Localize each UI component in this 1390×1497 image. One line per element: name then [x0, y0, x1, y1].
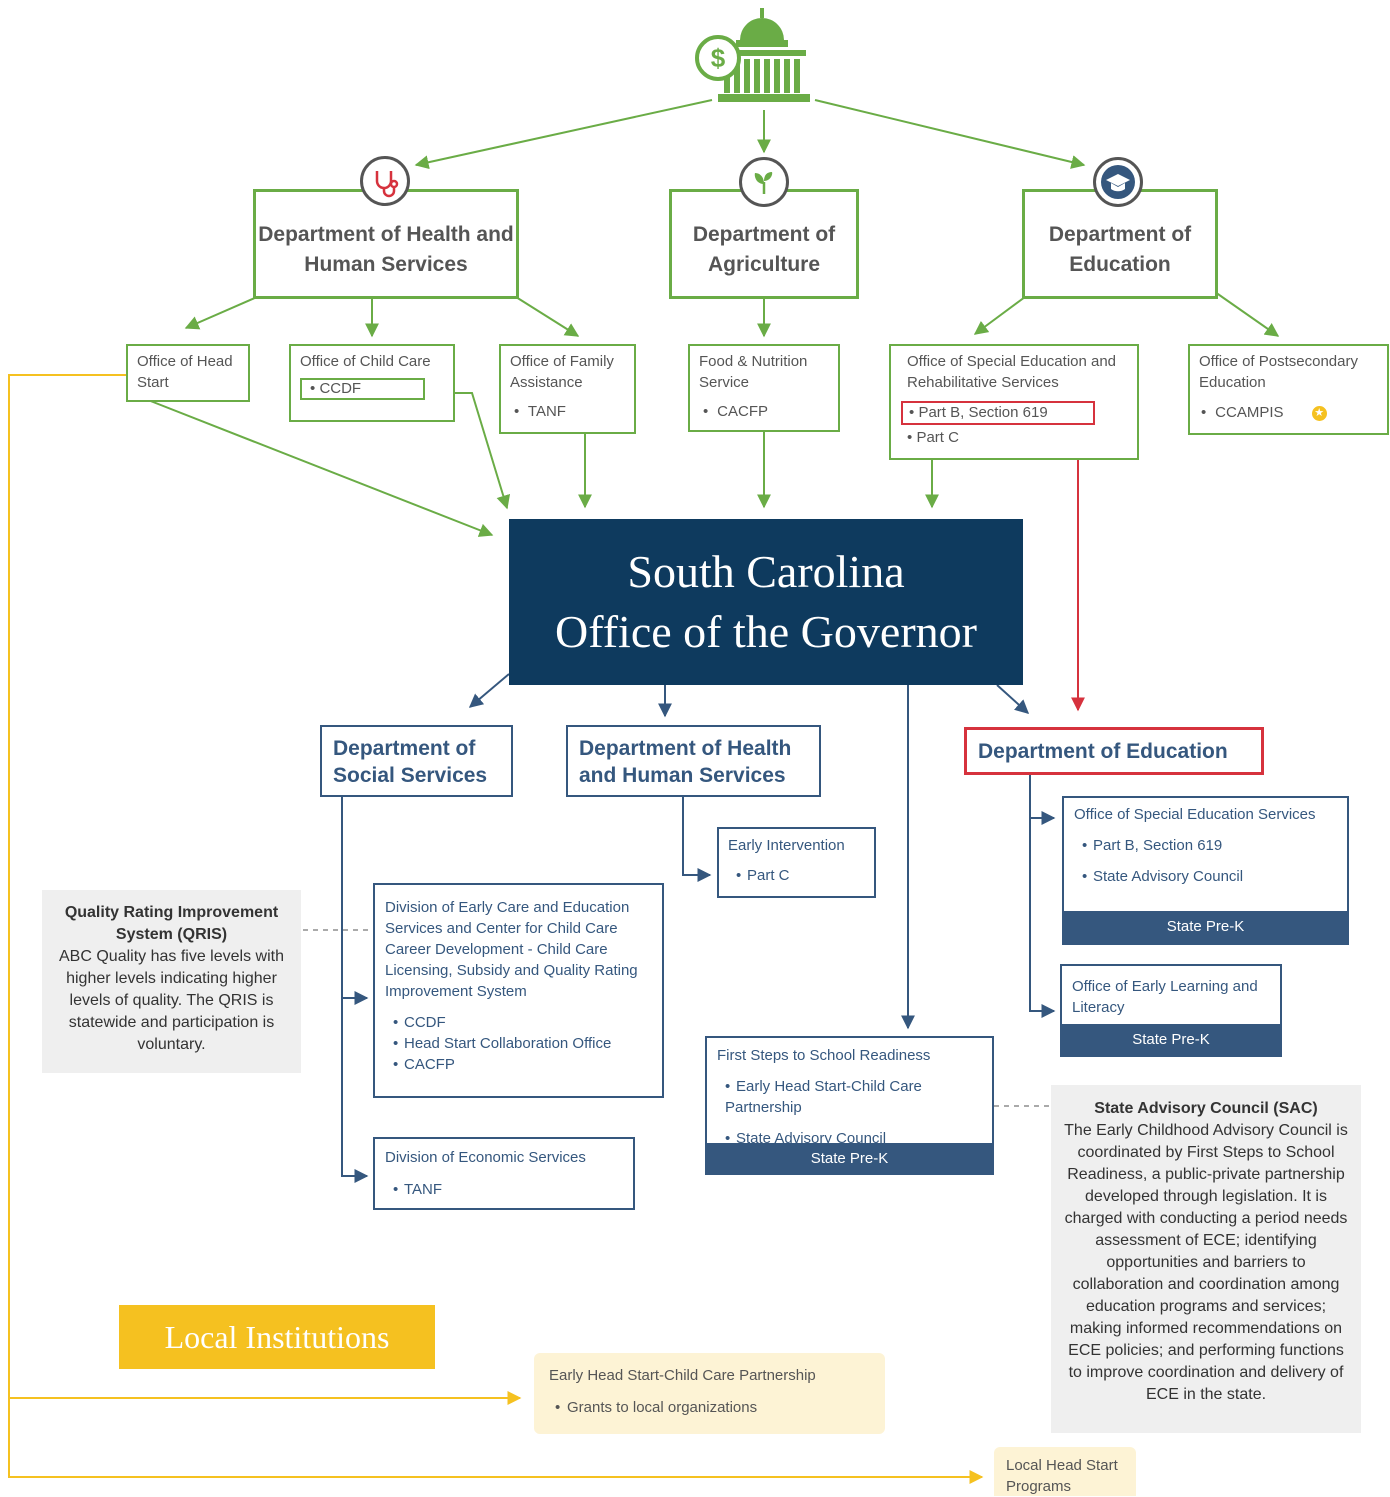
- local-institutions-title: Local Institutions: [119, 1305, 435, 1369]
- state-dept-education: Department of Education: [964, 727, 1264, 775]
- capitol-dollar-icon: $: [694, 6, 812, 106]
- federal-office-head-start: Office of Head Start: [126, 344, 250, 402]
- state-pre-k-label: State Pre-K: [1062, 1024, 1280, 1055]
- office-title: First Steps to School Readiness: [717, 1047, 931, 1064]
- program-item: CCDF: [385, 1012, 652, 1033]
- sprout-icon: [739, 157, 789, 207]
- program-item: CACFP: [385, 1054, 652, 1075]
- federal-office-postsecondary: Office of Postsecondary Education • CCAM…: [1188, 344, 1389, 435]
- local-head-start-programs: Local Head Start Programs: [994, 1447, 1136, 1496]
- program-item: • CACFP: [703, 403, 769, 420]
- governor-line-2: Office of the Governor: [555, 606, 977, 657]
- program-label: TANF: [527, 403, 566, 420]
- dept-title: Department of Health and Human Services: [579, 737, 792, 787]
- governor-office: South Carolina Office of the Governor: [509, 519, 1023, 685]
- star-icon: ★: [1311, 405, 1327, 421]
- program-label: Part B, Section 619: [918, 404, 1048, 421]
- state-dept-social-services: Department of Social Services: [320, 725, 513, 797]
- state-pre-k-label: State Pre-K: [1064, 911, 1347, 943]
- svg-text:$: $: [711, 43, 726, 73]
- early-intervention-office: Early Intervention Part C: [717, 827, 876, 898]
- program-label: CCDF: [319, 380, 362, 397]
- program-label: CACFP: [717, 403, 769, 420]
- dept-title: Department of Agriculture: [692, 223, 836, 276]
- federal-office-family-assistance: Office of Family Assistance • TANF: [499, 344, 636, 434]
- program-item: • TANF: [514, 403, 566, 420]
- federal-office-special-education: Office of Special Education and Rehabili…: [889, 344, 1139, 460]
- program-item: • CCAMPIS ★: [1199, 402, 1378, 423]
- qris-note: Quality Rating Improvement System (QRIS)…: [42, 890, 301, 1073]
- governor-line-1: South Carolina: [627, 546, 905, 597]
- office-title: Division of Economic Services: [385, 1149, 586, 1166]
- program-item: •Grants to local organizations: [555, 1399, 758, 1416]
- first-steps-office: First Steps to School Readiness Early He…: [705, 1036, 994, 1175]
- office-title: Office of Postsecondary Education: [1199, 353, 1358, 391]
- local-title: Early Head Start-Child Care Partnership: [549, 1367, 816, 1384]
- program-label: Grants to local organizations: [567, 1399, 758, 1416]
- note-body: ABC Quality has five levels with higher …: [59, 948, 284, 1053]
- note-heading: Quality Rating Improvement System (QRIS): [64, 904, 279, 943]
- part-b-section-619: • Part B, Section 619: [901, 401, 1095, 425]
- early-care-education-division: Division of Early Care and Education Ser…: [373, 883, 664, 1098]
- graduation-cap-icon: [1093, 157, 1143, 207]
- program-item: State Advisory Council: [1074, 866, 1337, 887]
- program-item: Part C: [728, 865, 865, 886]
- federal-dept-education: Department of Education: [1022, 189, 1218, 299]
- note-body: The Early Childhood Advisory Council is …: [1064, 1122, 1348, 1403]
- sac-note: State Advisory Council (SAC) The Early C…: [1051, 1085, 1361, 1433]
- federal-office-food-nutrition: Food & Nutrition Service • CACFP: [688, 344, 840, 432]
- state-dept-health-human-services: Department of Health and Human Services: [566, 725, 821, 797]
- section-title: Local Institutions: [164, 1318, 390, 1355]
- federal-office-child-care: Office of Child Care • CCDF: [289, 344, 455, 422]
- office-title: Office of Special Education and Rehabili…: [907, 353, 1117, 391]
- program-item: Part B, Section 619: [1074, 835, 1337, 856]
- dept-title: Department of Education: [1048, 223, 1192, 276]
- program-label: Part C: [916, 429, 959, 446]
- special-education-services-office: Office of Special Education Services Par…: [1062, 796, 1349, 945]
- dept-title: Department of Health and Human Services: [258, 223, 514, 276]
- early-learning-literacy-office: Office of Early Learning and Literacy St…: [1060, 964, 1282, 1057]
- office-title: Food & Nutrition Service: [699, 353, 808, 391]
- office-title: Office of Early Learning and Literacy: [1072, 978, 1258, 1016]
- note-heading: State Advisory Council (SAC): [1094, 1100, 1318, 1117]
- local-ehs-partnership: Early Head Start-Child Care Partnership …: [534, 1353, 885, 1434]
- stethoscope-icon: [360, 156, 410, 206]
- dept-title: Department of Education: [978, 740, 1228, 763]
- program-label: CCAMPIS: [1215, 404, 1284, 421]
- dept-title: Department of Social Services: [333, 737, 488, 787]
- local-title: Local Head Start Programs: [1006, 1457, 1118, 1495]
- program-item: Head Start Collaboration Office: [385, 1033, 652, 1054]
- office-title: Division of Early Care and Education Ser…: [385, 899, 638, 1000]
- office-title: Office of Child Care: [300, 353, 431, 370]
- program-item: Early Head Start-Child Care Partnership: [717, 1076, 982, 1118]
- program-item: • Part C: [907, 429, 959, 446]
- ccdf-program: • CCDF: [300, 378, 425, 400]
- office-title: Office of Special Education Services: [1074, 806, 1316, 823]
- economic-services-division: Division of Economic Services TANF: [373, 1137, 635, 1210]
- office-title: Office of Head Start: [137, 353, 233, 391]
- program-item: State Advisory Council: [717, 1128, 982, 1149]
- program-item: TANF: [385, 1179, 623, 1200]
- office-title: Early Intervention: [728, 837, 845, 854]
- office-title: Office of Family Assistance: [510, 353, 614, 391]
